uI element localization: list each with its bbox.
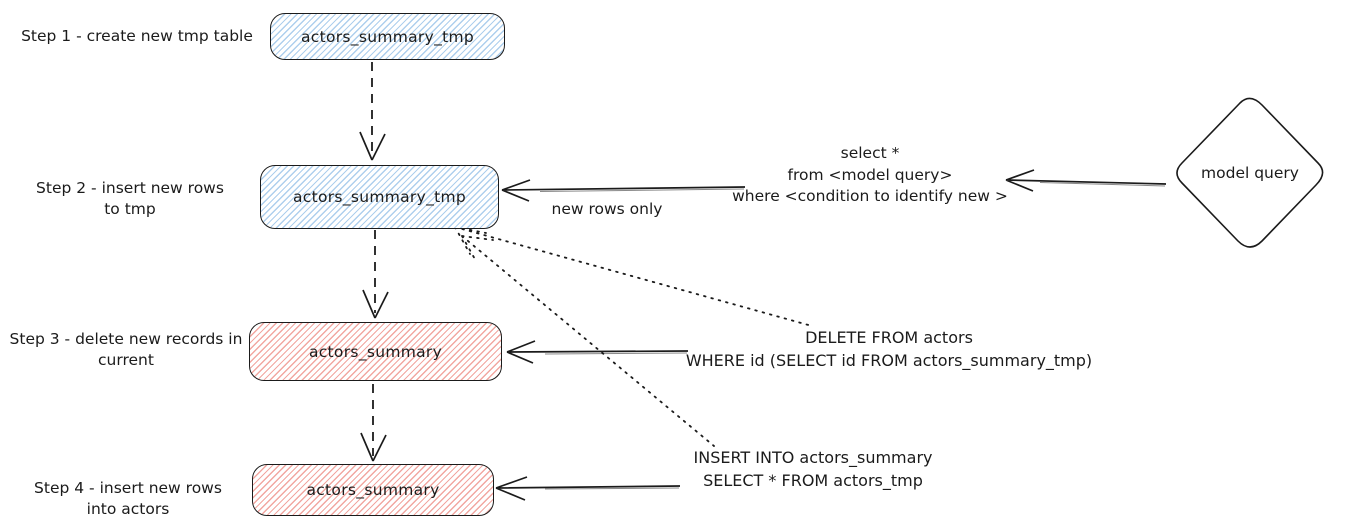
select-query-line1: select *: [840, 144, 900, 162]
step3-caption-line1: Step 3 - delete new records in: [9, 330, 243, 348]
node-label: actors_summary: [308, 342, 443, 361]
node-label: actors_summary_tmp: [300, 27, 475, 46]
dotted-link-insert-to-tmp: [461, 235, 715, 447]
model-query-diamond[interactable]: [1176, 97, 1324, 248]
step3-caption-line2: current: [98, 351, 154, 369]
step4-caption-line1: Step 4 - insert new rows: [34, 479, 222, 497]
node-label: actors_summary_tmp: [292, 188, 467, 206]
arrow-select-to-tmp: [501, 179, 746, 202]
insert-query-annotation: INSERT INTO actors_summary SELECT * FROM…: [655, 446, 971, 492]
step2-caption-line2: to tmp: [104, 200, 156, 218]
delete-query-line1: DELETE FROM actors: [805, 328, 973, 347]
step1-caption: Step 1 - create new tmp table: [7, 26, 267, 47]
insert-query-line1: INSERT INTO actors_summary: [693, 448, 933, 467]
delete-query-line2: WHERE id (SELECT id FROM actors_summary_…: [685, 351, 1093, 370]
arrow-step1-to-step2: [359, 62, 386, 161]
step2-caption-line1: Step 2 - insert new rows: [36, 179, 224, 197]
select-query-annotation: select * from <model query> where <condi…: [684, 143, 1056, 208]
arrow-step2-to-step3: [362, 230, 389, 319]
node-label: actors_summary: [306, 481, 440, 499]
step1-caption-line1: Step 1 - create new tmp table: [21, 27, 253, 45]
step4-caption-line2: into actors: [86, 500, 170, 518]
arrow-step3-to-step4: [360, 384, 387, 462]
new-rows-only-label: new rows only: [551, 200, 663, 218]
arrow-delete-to-summary: [506, 340, 689, 364]
node-step2-actors-summary-tmp[interactable]: actors_summary_tmp: [260, 165, 499, 229]
node-step4-actors-summary[interactable]: actors_summary: [252, 464, 494, 516]
select-query-line2: from <model query>: [787, 165, 953, 184]
node-step1-actors-summary-tmp[interactable]: actors_summary_tmp: [270, 13, 505, 60]
select-query-line3: where <condition to identify new >: [732, 187, 1008, 205]
delete-query-annotation: DELETE FROM actors WHERE id (SELECT id F…: [653, 326, 1125, 372]
dotted-link-delete-to-tmp: [454, 226, 813, 327]
arrow-model-query-to-select: [1005, 169, 1167, 192]
insert-query-line2: SELECT * FROM actors_tmp: [703, 471, 923, 490]
model-query-label: model query: [1201, 164, 1299, 182]
step3-caption: Step 3 - delete new records in current: [0, 329, 252, 371]
arrow-insert-to-summary: [495, 476, 681, 501]
step4-caption: Step 4 - insert new rows into actors: [22, 478, 234, 520]
node-step3-actors-summary[interactable]: actors_summary: [249, 322, 502, 381]
step2-caption: Step 2 - insert new rows to tmp: [25, 178, 235, 220]
